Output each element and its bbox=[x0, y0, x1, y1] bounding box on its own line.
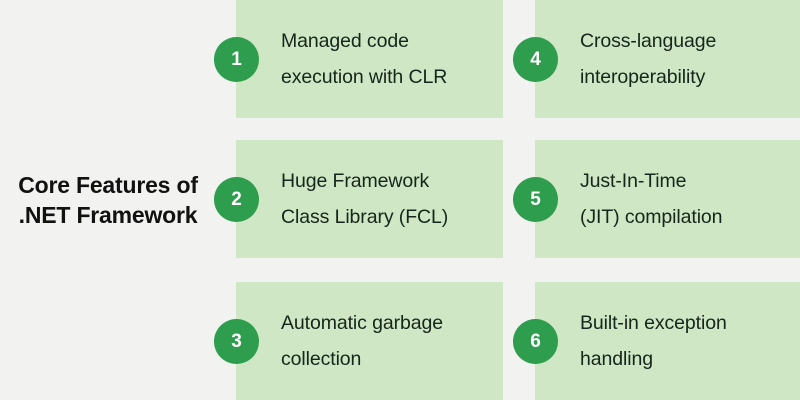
feature-text-3-line-2: collection bbox=[281, 348, 362, 370]
feature-number-badge-2: 2 bbox=[214, 177, 259, 222]
feature-text-5: Just-In-Time (JIT) compilation bbox=[580, 163, 792, 235]
feature-text-5-line-2: (JIT) compilation bbox=[580, 206, 723, 228]
feature-number-badge-5: 5 bbox=[513, 177, 558, 222]
feature-text-2-line-1: Huge Framework bbox=[281, 169, 430, 192]
feature-text-6-line-1: Built-in exception bbox=[580, 311, 727, 334]
feature-text-1: Managed code execution with CLR bbox=[281, 23, 495, 95]
left-column: 1 Managed code execution with CLR 2 Huge… bbox=[214, 0, 503, 400]
feature-text-2-line-2: Class Library (FCL) bbox=[281, 206, 449, 228]
title-block: Core Features of .NET Framework bbox=[0, 0, 216, 400]
title-line-2: of .NET bbox=[18, 171, 198, 228]
page-title: Core Features of .NET Framework bbox=[8, 170, 208, 231]
feature-text-1-line-1: Managed code bbox=[281, 29, 409, 52]
feature-panel-6[interactable]: 6 Built-in exception handling bbox=[513, 282, 800, 400]
feature-panel-4[interactable]: 4 Cross-language interoperability bbox=[513, 0, 800, 118]
feature-text-6-line-2: handling bbox=[580, 348, 653, 370]
feature-text-6: Built-in exception handling bbox=[580, 305, 792, 377]
feature-number-badge-6: 6 bbox=[513, 319, 558, 364]
feature-text-4: Cross-language interoperability bbox=[580, 23, 792, 95]
feature-text-5-line-1: Just-In-Time bbox=[580, 169, 687, 192]
feature-text-3: Automatic garbage collection bbox=[281, 305, 495, 377]
features-grid: 1 Managed code execution with CLR 2 Huge… bbox=[214, 0, 800, 400]
title-line-3: Framework bbox=[76, 202, 198, 228]
feature-panel-1[interactable]: 1 Managed code execution with CLR bbox=[214, 0, 503, 118]
feature-text-4-line-1: Cross-language bbox=[580, 29, 717, 52]
feature-number-badge-4: 4 bbox=[513, 37, 558, 82]
feature-number-badge-1: 1 bbox=[214, 37, 259, 82]
feature-text-2: Huge Framework Class Library (FCL) bbox=[281, 163, 495, 235]
right-column: 4 Cross-language interoperability 5 Just… bbox=[513, 0, 800, 400]
feature-number-badge-3: 3 bbox=[214, 319, 259, 364]
feature-panel-2[interactable]: 2 Huge Framework Class Library (FCL) bbox=[214, 140, 503, 258]
feature-panel-5[interactable]: 5 Just-In-Time (JIT) compilation bbox=[513, 140, 800, 258]
title-line-1: Core Features bbox=[18, 171, 171, 198]
feature-text-3-line-1: Automatic garbage bbox=[281, 311, 443, 334]
feature-panel-3[interactable]: 3 Automatic garbage collection bbox=[214, 282, 503, 400]
feature-text-1-line-2: execution with CLR bbox=[281, 66, 448, 88]
feature-text-4-line-2: interoperability bbox=[580, 66, 706, 88]
